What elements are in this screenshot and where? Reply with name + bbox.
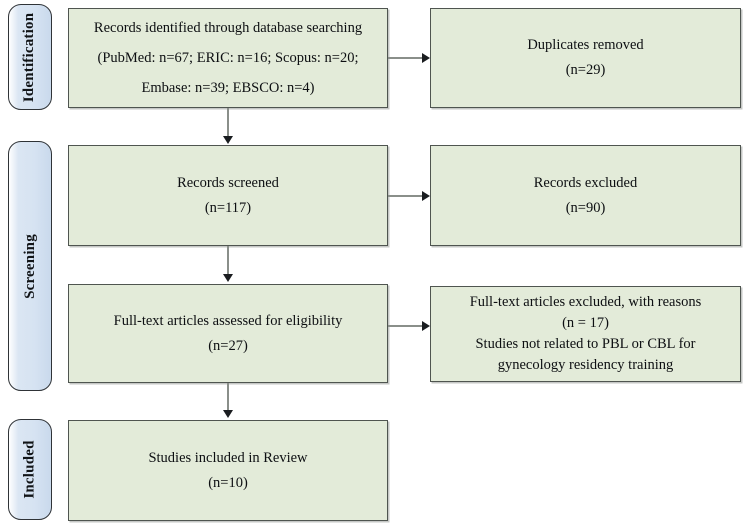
stage-label-included: Included [21,440,38,499]
text-line: Full-text articles assessed for eligibil… [113,312,343,329]
box-fulltext-assessed: Full-text articles assessed for eligibil… [68,284,388,383]
box-records-identified-text: Records identified through database sear… [69,13,387,103]
text-line: Full-text articles excluded, with reason… [469,294,702,310]
box-fulltext-excluded-text: Full-text articles excluded, with reason… [431,292,740,376]
arrowhead-right-duplicates [422,53,430,63]
box-records-excluded-text: Records excluded (n=90) [431,171,740,221]
text-line: Studies not related to PBL or CBL for [475,336,696,352]
text-line: (n = 17) [562,315,609,331]
arrowhead-down-assessed [223,274,233,282]
text-line: (PubMed: n=67; ERIC: n=16; Scopus: n=20; [97,50,359,66]
stage-label-identification: Identification [21,12,38,102]
box-records-screened: Records screened (n=117) [68,145,388,246]
box-records-screened-text: Records screened (n=117) [69,171,387,221]
text-line: Records identified through database sear… [93,20,363,36]
stage-pill-identification: Identification [8,4,52,110]
connector-to-duplicates-removed [388,57,424,59]
connector-identified-to-screened [227,108,229,138]
arrowhead-right-records-excluded [422,191,430,201]
text-line: (n=90) [565,199,606,216]
arrowhead-down-included [223,410,233,418]
arrowhead-right-fulltext-excluded [422,321,430,331]
box-records-excluded: Records excluded (n=90) [430,145,741,246]
box-fulltext-excluded: Full-text articles excluded, with reason… [430,286,741,382]
text-line: (n=29) [565,62,606,78]
text-line: (n=27) [208,337,248,354]
box-records-identified: Records identified through database sear… [68,8,388,108]
connector-assessed-to-included [227,383,229,412]
connector-screened-to-assessed [227,246,229,276]
text-line: gynecology residency training [497,357,674,373]
stage-pill-screening: Screening [8,141,52,391]
text-line: Records excluded [533,174,638,191]
box-duplicates-removed: Duplicates removed (n=29) [430,8,741,108]
connector-to-records-excluded [388,195,424,197]
text-line: (n=10) [208,474,248,491]
arrowhead-down-screened [223,136,233,144]
text-line: Embase: n=39; EBSCO: n=4) [141,80,315,96]
box-studies-included: Studies included in Review (n=10) [68,420,388,521]
text-line: Studies included in Review [148,449,308,466]
box-fulltext-assessed-text: Full-text articles assessed for eligibil… [69,309,387,359]
text-line: Duplicates removed [527,37,644,53]
stage-label-screening: Screening [21,233,38,299]
text-line: (n=117) [204,199,252,216]
box-duplicates-removed-text: Duplicates removed (n=29) [431,33,740,83]
box-studies-included-text: Studies included in Review (n=10) [69,446,387,496]
stage-pill-included: Included [8,419,52,520]
text-line: Records screened [177,174,279,191]
connector-to-fulltext-excluded [388,325,424,327]
